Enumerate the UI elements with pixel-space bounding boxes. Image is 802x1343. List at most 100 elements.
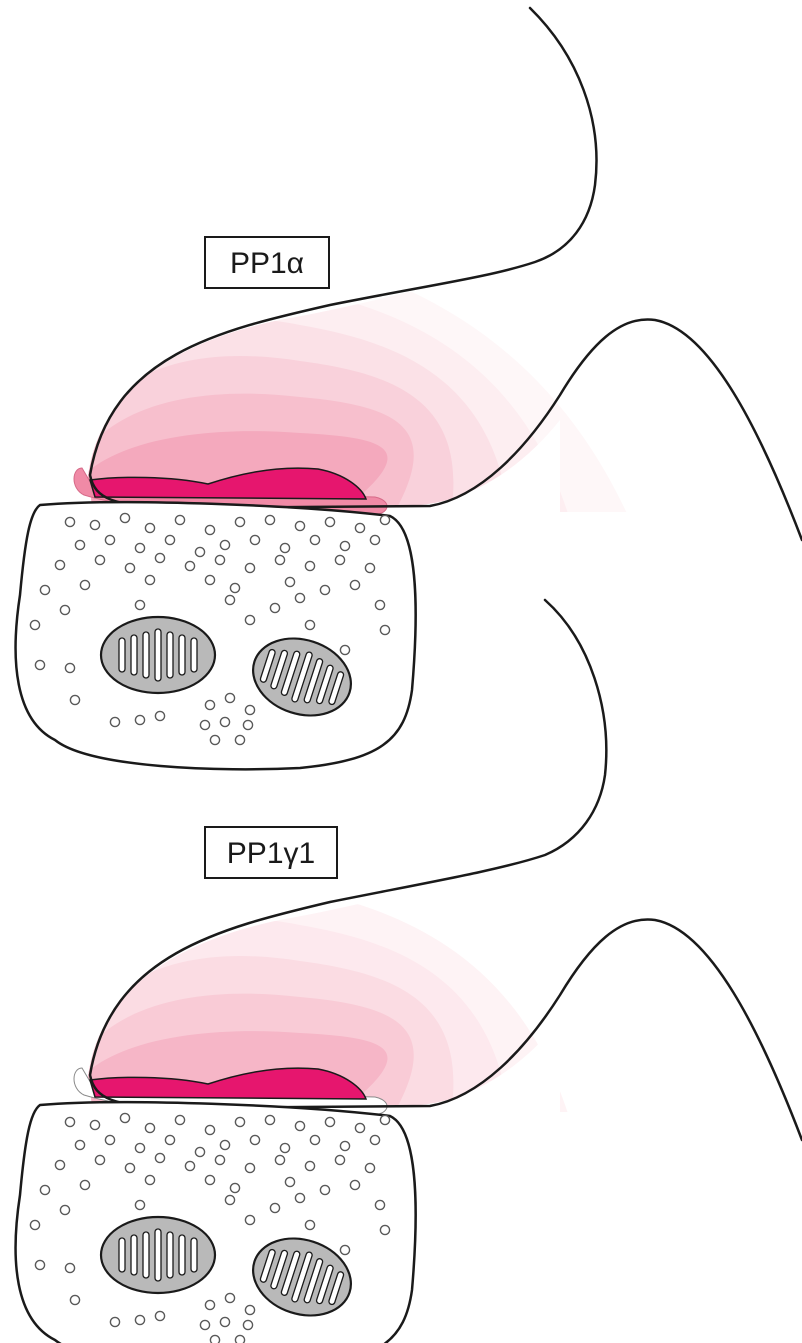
vesicle xyxy=(30,1220,39,1229)
crista xyxy=(119,638,125,672)
vesicle xyxy=(200,1320,209,1329)
vesicle xyxy=(310,1135,319,1144)
crista xyxy=(179,1235,185,1275)
vesicle xyxy=(105,535,114,544)
vesicle xyxy=(250,535,259,544)
crista xyxy=(155,629,161,681)
vesicle xyxy=(325,517,334,526)
mitochondrion xyxy=(101,617,215,693)
vesicle xyxy=(135,600,144,609)
panel-pp1-alpha: PP1α xyxy=(16,8,802,769)
vesicle xyxy=(285,1177,294,1186)
vesicle xyxy=(335,555,344,564)
vesicle xyxy=(245,615,254,624)
vesicle xyxy=(280,1143,289,1152)
vesicle xyxy=(90,1120,99,1129)
vesicle xyxy=(95,555,104,564)
vesicle xyxy=(243,1320,252,1329)
vesicle xyxy=(120,1113,129,1122)
vesicle xyxy=(350,1180,359,1189)
vesicle xyxy=(215,555,224,564)
vesicle xyxy=(75,540,84,549)
vesicle xyxy=(265,515,274,524)
vesicle xyxy=(135,543,144,552)
vesicle xyxy=(205,1125,214,1134)
protein-label-box: PP1α xyxy=(205,237,329,288)
vesicle xyxy=(295,521,304,530)
crista xyxy=(191,638,197,672)
vesicle xyxy=(245,705,254,714)
vesicle xyxy=(110,717,119,726)
vesicle xyxy=(135,1200,144,1209)
vesicle xyxy=(250,1135,259,1144)
vesicle xyxy=(295,1121,304,1130)
vesicle xyxy=(65,1117,74,1126)
vesicle xyxy=(185,1161,194,1170)
vesicle xyxy=(365,563,374,572)
crista xyxy=(191,1238,197,1272)
vesicle xyxy=(305,620,314,629)
vesicle xyxy=(320,585,329,594)
mitochondrion xyxy=(101,1217,215,1293)
vesicle xyxy=(310,535,319,544)
vesicle xyxy=(200,720,209,729)
vesicle xyxy=(105,1135,114,1144)
vesicle xyxy=(205,575,214,584)
vesicle xyxy=(125,1163,134,1172)
vesicle xyxy=(245,1215,254,1224)
vesicle xyxy=(35,1260,44,1269)
vesicle xyxy=(195,1147,204,1156)
vesicle xyxy=(220,717,229,726)
vesicle xyxy=(270,603,279,612)
vesicle xyxy=(60,1205,69,1214)
presynaptic-terminal xyxy=(16,502,416,769)
vesicle xyxy=(230,1183,239,1192)
vesicle xyxy=(145,1175,154,1184)
vesicle xyxy=(95,1155,104,1164)
vesicle xyxy=(135,1143,144,1152)
vesicle xyxy=(205,525,214,534)
vesicle xyxy=(380,1225,389,1234)
vesicle xyxy=(225,1293,234,1302)
vesicle xyxy=(305,561,314,570)
presynaptic-terminal xyxy=(16,1102,416,1343)
vesicle xyxy=(55,560,64,569)
vesicle xyxy=(375,600,384,609)
vesicle xyxy=(220,1317,229,1326)
vesicle xyxy=(205,700,214,709)
vesicle xyxy=(225,595,234,604)
vesicle xyxy=(65,1263,74,1272)
protein-label: PP1α xyxy=(230,247,304,280)
vesicle xyxy=(175,1115,184,1124)
vesicle xyxy=(235,1117,244,1126)
protein-label: PP1γ1 xyxy=(227,837,315,870)
vesicle xyxy=(35,660,44,669)
crista xyxy=(131,635,137,675)
vesicle xyxy=(305,1161,314,1170)
crista xyxy=(143,1232,149,1278)
vesicle xyxy=(225,1195,234,1204)
vesicle xyxy=(135,1315,144,1324)
vesicle xyxy=(245,1163,254,1172)
vesicle xyxy=(135,715,144,724)
vesicle xyxy=(145,523,154,532)
vesicle xyxy=(235,1335,244,1343)
vesicle xyxy=(65,517,74,526)
vesicle xyxy=(235,517,244,526)
vesicle xyxy=(350,580,359,589)
vesicle xyxy=(75,1140,84,1149)
vesicle xyxy=(355,1123,364,1132)
vesicle xyxy=(305,1220,314,1229)
vesicle xyxy=(280,543,289,552)
vesicle xyxy=(380,1115,389,1124)
vesicle xyxy=(155,1153,164,1162)
vesicle xyxy=(270,1203,279,1212)
vesicle xyxy=(195,547,204,556)
crista xyxy=(143,632,149,678)
vesicle xyxy=(120,513,129,522)
protein-label-box: PP1γ1 xyxy=(205,827,337,878)
vesicle xyxy=(295,1193,304,1202)
vesicle xyxy=(155,553,164,562)
vesicle xyxy=(80,1180,89,1189)
